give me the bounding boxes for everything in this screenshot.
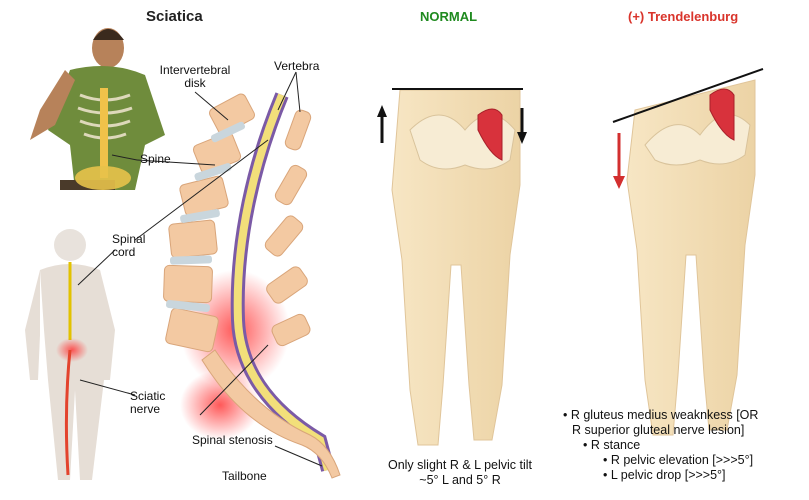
bullet-line: • R gluteus medius weaknkess [OR — [563, 408, 807, 423]
sciatica-title: Sciatica — [146, 8, 203, 25]
normal-header: NORMAL — [420, 9, 477, 24]
normal-caption: Only slight R & L pelvic tilt ~5° L and … — [360, 458, 560, 488]
label-tailbone: Tailbone — [222, 470, 267, 483]
trendelenburg-header: (+) Trendelenburg — [628, 9, 738, 24]
label-spine: Spine — [140, 153, 171, 166]
back-figure — [25, 229, 115, 480]
normal-figure — [377, 89, 527, 445]
label-spinal-stenosis: Spinal stenosis — [192, 434, 273, 447]
bullet-line: • R pelvic elevation [>>>5°] — [563, 453, 807, 468]
label-intervertebral-disk: Intervertebral disk — [150, 64, 240, 90]
normal-caption-line1: Only slight R & L pelvic tilt — [360, 458, 560, 473]
trendelenburg-bullets: • R gluteus medius weaknkess [OR R super… — [563, 408, 807, 483]
bullet-line: • L pelvic drop [>>>5°] — [563, 468, 807, 483]
bullet-line: • R stance — [563, 438, 807, 453]
label-sciatic-nerve: Sciatic nerve — [130, 390, 174, 416]
bullet-line: R superior gluteal nerve lesion] — [563, 423, 807, 438]
label-vertebra: Vertebra — [274, 60, 319, 73]
label-spinal-cord: Spinal cord — [112, 233, 152, 259]
normal-caption-line2: ~5° L and 5° R — [360, 473, 560, 488]
spine-cross-section — [163, 92, 340, 478]
trendelenburg-figure — [613, 69, 763, 435]
